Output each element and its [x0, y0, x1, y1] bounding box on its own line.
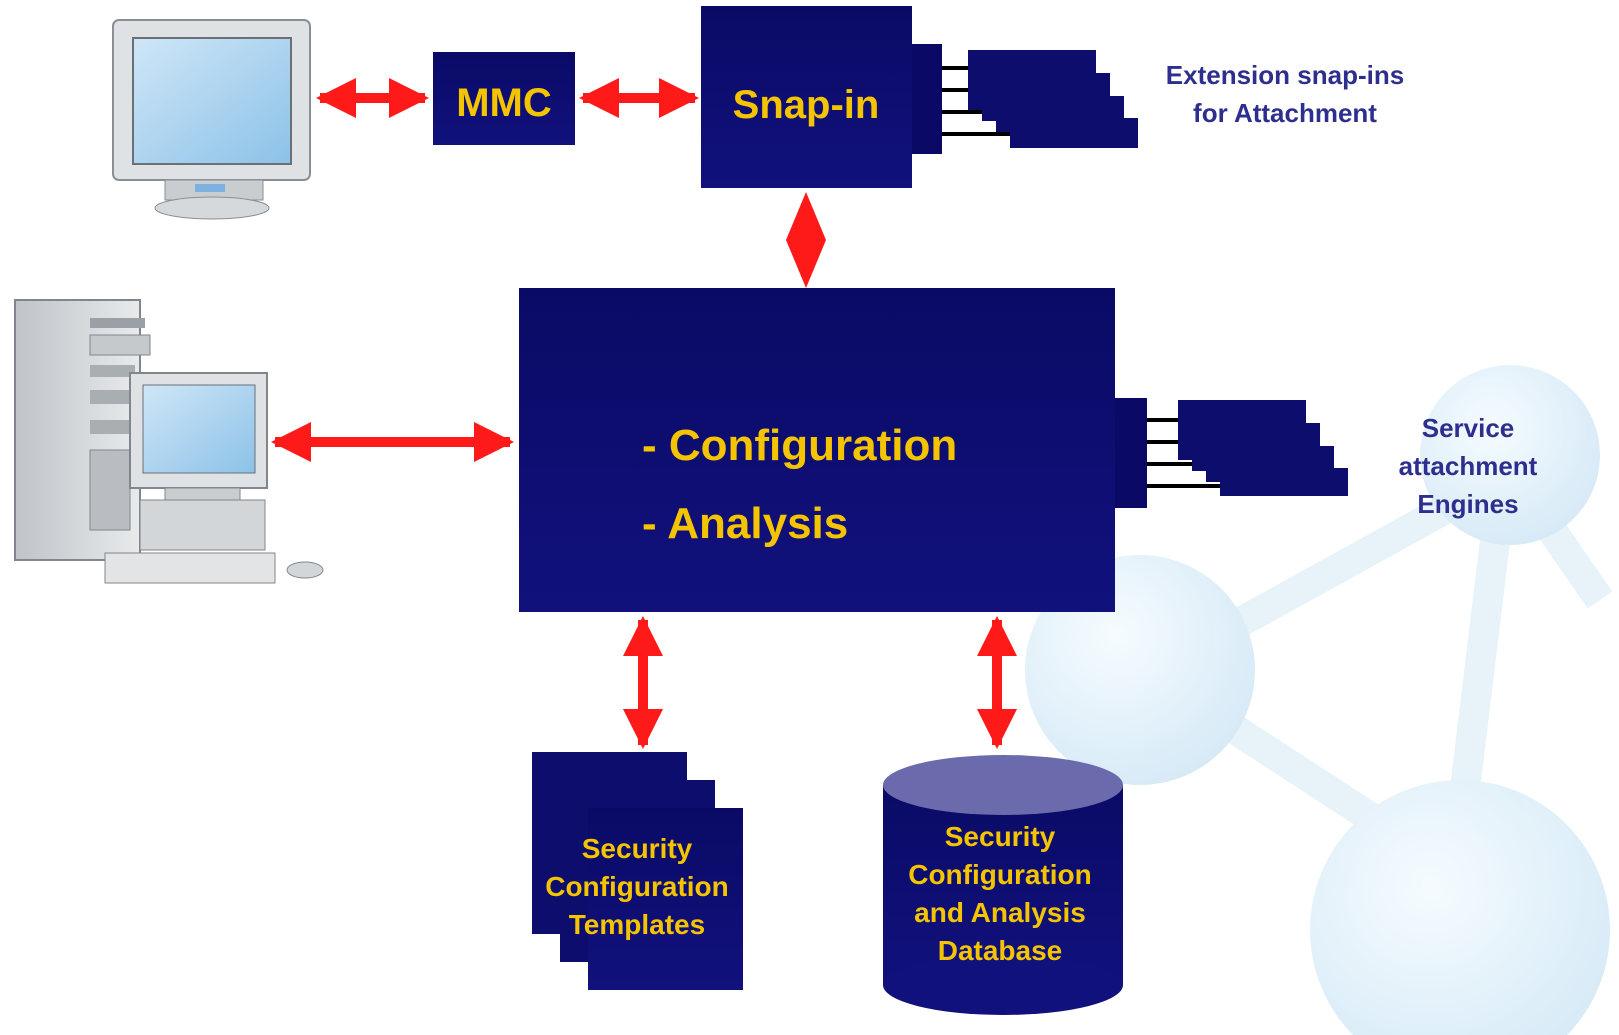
engine-box: - Configuration - Analysis [519, 288, 1147, 612]
engine-line-configuration: - Configuration [642, 421, 957, 470]
arrows [271, 78, 1017, 749]
services-annotation-line1: Service [1422, 413, 1515, 443]
service-engines-stack [1147, 400, 1348, 496]
snapin-label: Snap-in [733, 83, 880, 127]
database-line2: Configuration [908, 859, 1092, 890]
mmc-label: MMC [456, 81, 552, 125]
services-annotation-line2: attachment [1399, 451, 1538, 481]
monitor-icon [112, 19, 311, 220]
services-annotation-line3: Engines [1417, 489, 1518, 519]
database-cylinder: Security Configuration and Analysis Data… [883, 755, 1123, 1015]
engine-line-analysis: - Analysis [642, 499, 848, 548]
snapin-box: Snap-in [701, 6, 942, 188]
database-line4: Database [938, 935, 1063, 966]
extension-snapins-stack [942, 50, 1138, 148]
workstation-tower-icon [14, 299, 324, 584]
mmc-box: MMC [433, 52, 575, 145]
arrow-snapin-engine [786, 192, 826, 288]
templates-document-stack: Security Configuration Templates [532, 752, 743, 990]
database-line3: and Analysis [914, 897, 1086, 928]
extensions-annotation-line1: Extension snap-ins [1166, 60, 1404, 90]
molecule-background [1025, 365, 1613, 1035]
templates-line2: Configuration [545, 871, 729, 902]
templates-line1: Security [582, 833, 693, 864]
templates-line3: Templates [569, 909, 705, 940]
extensions-annotation-line2: for Attachment [1193, 98, 1377, 128]
database-line1: Security [945, 821, 1056, 852]
